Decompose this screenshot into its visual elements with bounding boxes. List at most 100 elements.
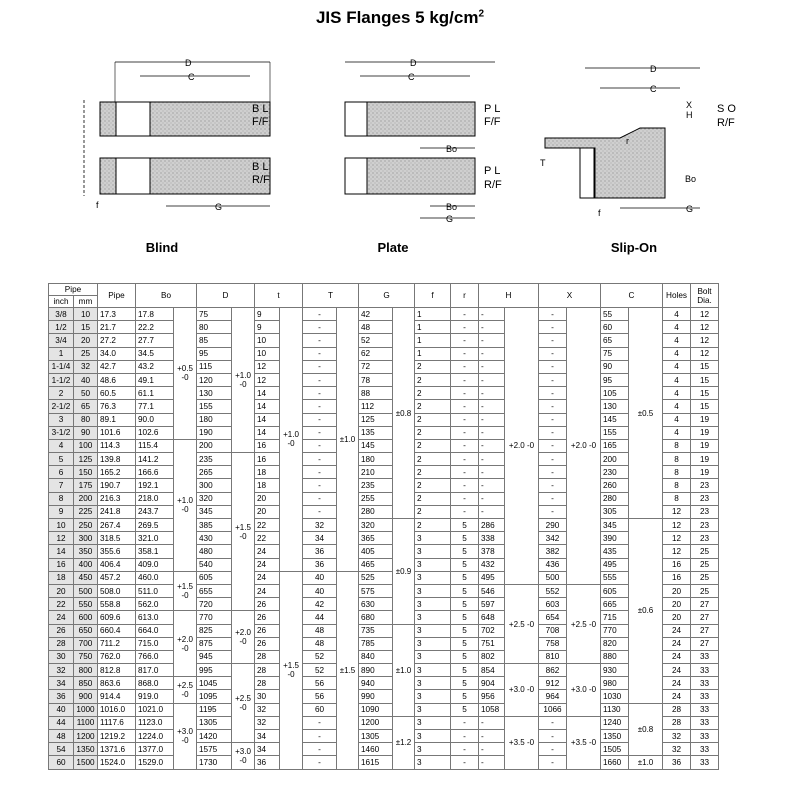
cell-f: 3	[414, 742, 451, 757]
cell-r: -	[450, 346, 479, 361]
cell-f: 3	[414, 570, 451, 585]
cell-c: 200	[600, 452, 629, 467]
cell-r: -	[450, 399, 479, 414]
cell-d: 480	[196, 544, 232, 559]
title-text: JIS Flanges 5 kg/cm	[315, 8, 479, 27]
cell-d: 120	[196, 372, 232, 388]
cell-bo: 1529.0	[135, 755, 174, 770]
cell-pipe: 1117.6	[97, 715, 136, 731]
cell-inch: 7	[48, 478, 74, 493]
cell-d: 1420	[196, 728, 232, 744]
cell-bolt: 19	[690, 425, 719, 440]
cell-x: -	[538, 715, 567, 731]
cell-t: 18	[254, 465, 280, 480]
cell-c: 715	[600, 610, 629, 625]
cell-bo: 817.0	[135, 663, 174, 678]
cell-d: 385	[196, 517, 232, 533]
cell-h: -	[478, 491, 505, 506]
cell-bo: 409.0	[135, 557, 174, 572]
cell-x: -	[538, 478, 567, 493]
cell-x: -	[538, 452, 567, 467]
cell-inch: 24	[48, 610, 74, 625]
cell-bo: 49.1	[135, 372, 174, 388]
cell-bolt: 33	[690, 676, 719, 691]
cell-x: -	[538, 320, 567, 335]
cell-t: 30	[254, 689, 280, 704]
cell-mm: 20	[73, 333, 98, 348]
cell-h: -	[478, 438, 505, 454]
cell-h: -	[478, 412, 505, 427]
cell-bolt: 27	[690, 610, 719, 625]
cell-bo: 243.7	[135, 504, 174, 520]
cell-mm: 150	[73, 465, 98, 480]
cell-pipe: 1219.2	[97, 728, 136, 744]
tolerance-bo: +1.5 -0	[173, 570, 197, 612]
blind-label-rf: R/F	[252, 174, 270, 186]
tolerance-d: +2.0 -0	[231, 610, 255, 665]
cell-x: -	[538, 412, 567, 427]
cell-inch: 1	[48, 346, 74, 361]
cell-f: 1	[414, 333, 451, 348]
cell-r: 5	[450, 623, 479, 638]
cell-pipe: 34.0	[97, 346, 136, 361]
tolerance-d: +3.0 -0	[231, 742, 255, 770]
cell-pipe: 1524.0	[97, 755, 136, 770]
header-x: X	[538, 283, 601, 308]
cell-holes: 4	[662, 386, 691, 401]
cell-bolt: 27	[690, 623, 719, 638]
cell-mm: 10	[73, 306, 98, 322]
cell-holes: 4	[662, 346, 691, 361]
tolerance-bo: +0.5 -0	[173, 307, 197, 440]
tolerance-d: +1.5 -0	[231, 452, 255, 612]
cell-f: 2	[414, 438, 451, 454]
cell-h: 432	[478, 557, 505, 572]
cell-bolt: 33	[690, 728, 719, 744]
cell-t: 9	[254, 306, 280, 322]
cell-g: 1090	[358, 702, 393, 717]
cell-h: -	[478, 372, 505, 388]
cell-f: 1	[414, 320, 451, 335]
cell-pipe: 17.3	[97, 306, 136, 322]
cell-h: 956	[478, 689, 505, 704]
cell-d: 1575	[196, 742, 232, 757]
cell-x: -	[538, 333, 567, 348]
cell-inch: 12	[48, 531, 74, 546]
cell-mm: 450	[73, 570, 98, 585]
cell-inch: 3	[48, 412, 74, 427]
slipon-flange-drawing: D C X H r T Bo f G S O R/F	[540, 64, 736, 218]
cell-r: 5	[450, 570, 479, 585]
cell-g: 680	[358, 610, 393, 625]
cell-g: 88	[358, 386, 393, 401]
cell-h: -	[478, 386, 505, 401]
cell-bolt: 33	[690, 702, 719, 717]
cell-d: 1730	[196, 755, 232, 770]
plate-dim-c: C	[408, 72, 415, 82]
cell-pipe: 76.3	[97, 399, 136, 414]
cell-pipe: 355.6	[97, 544, 136, 559]
cell-bolt: 33	[690, 742, 719, 757]
cell-bolt: 12	[690, 346, 719, 361]
cell-r: -	[450, 425, 479, 440]
cell-mm: 650	[73, 623, 98, 638]
cell-f: 2	[414, 517, 451, 533]
cell-bo: 1123.0	[135, 715, 174, 731]
cell-x: 603	[538, 597, 567, 612]
cell-g: 735	[358, 623, 393, 638]
cell-f: 2	[414, 399, 451, 414]
cell-mm: 250	[73, 517, 98, 533]
cell-f: 3	[414, 597, 451, 612]
blind-label-bl-bottom: B L	[252, 161, 269, 173]
cell-bolt: 33	[690, 689, 719, 704]
cell-h: -	[478, 333, 505, 348]
cell-x: -	[538, 425, 567, 440]
cell-pipe: 216.3	[97, 491, 136, 506]
cell-holes: 4	[662, 372, 691, 388]
cell-g: 210	[358, 465, 393, 480]
cell-t: 26	[254, 610, 280, 625]
cell-bolt: 12	[690, 306, 719, 322]
cell-d: 655	[196, 583, 232, 599]
